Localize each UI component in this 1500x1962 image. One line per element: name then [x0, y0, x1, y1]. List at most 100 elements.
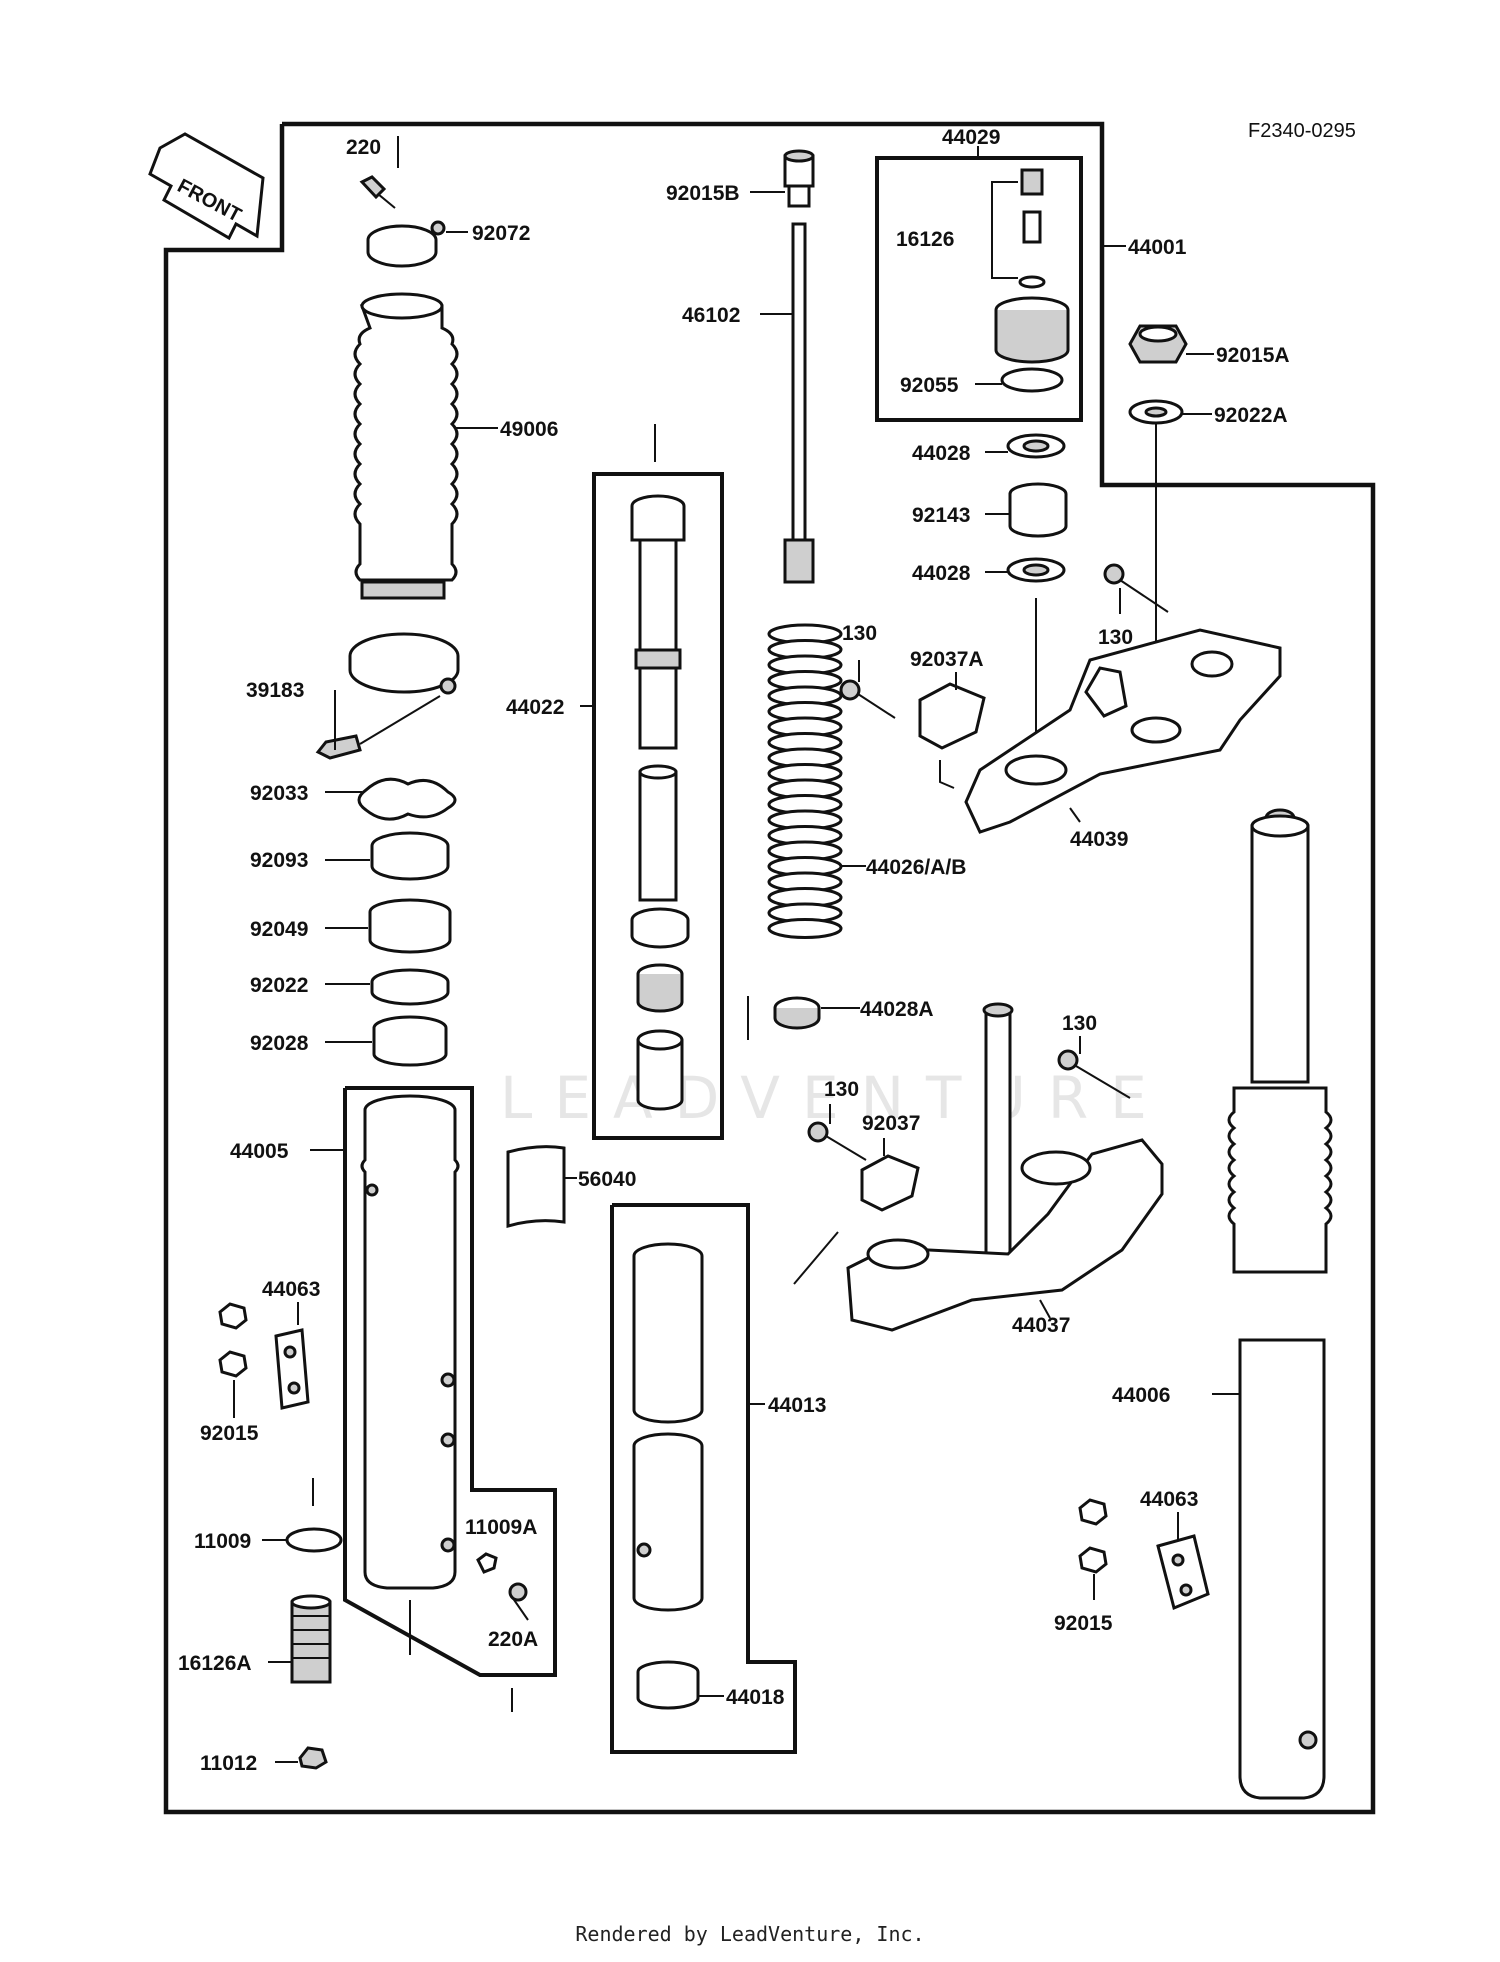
bolt-130-a: [839, 679, 896, 719]
label-44029: 44029: [942, 126, 1000, 149]
cap-92015B: [783, 149, 815, 208]
label-92037: 92037: [862, 1112, 920, 1135]
o-ring-11009: [285, 1527, 343, 1553]
bushing-44018: [636, 1660, 700, 1710]
label-44013: 44013: [768, 1394, 826, 1417]
label-92022A: 92022A: [1214, 404, 1288, 427]
label-92033: 92033: [250, 782, 308, 805]
oil-seal-92093: [370, 831, 450, 881]
nuts-92015-left: [218, 1302, 248, 1378]
label-46102: 46102: [682, 304, 740, 327]
label-44028-b: 44028: [912, 562, 971, 585]
label-92015B: 92015B: [666, 182, 740, 205]
spring-coil: [767, 918, 843, 939]
washer-11009A: [476, 1552, 498, 1574]
bolt-220A: [508, 1582, 529, 1621]
label-92037A: 92037A: [910, 648, 984, 671]
label-130-b: 130: [1098, 626, 1133, 649]
label-92072: 92072: [472, 222, 530, 245]
label-39183: 39183: [246, 679, 304, 702]
label-44063-left: 44063: [262, 1278, 320, 1301]
fork-assembly-44006: [1227, 808, 1333, 1800]
valve-16126A: [290, 1594, 332, 1684]
label-92049: 92049: [250, 918, 308, 941]
label-92022: 92022: [250, 974, 308, 997]
label-92015-left: 92015: [200, 1422, 259, 1445]
clamp-92072: [366, 220, 446, 268]
leader-16126: [991, 181, 1018, 279]
leader-44039: [1069, 807, 1081, 823]
label-44022: 44022: [506, 696, 564, 719]
label-44037: 44037: [1012, 1314, 1070, 1337]
clamp-39183: [315, 632, 460, 760]
footer-credit: Rendered by LeadVenture, Inc.: [575, 1922, 925, 1946]
o-ring-92055: [1000, 367, 1064, 393]
collar-44028A: [773, 996, 821, 1030]
label-44005: 44005: [230, 1140, 289, 1163]
label-11012: 11012: [200, 1752, 257, 1775]
bracket-44063-right: [1156, 1534, 1210, 1611]
bolt-130-d: [807, 1121, 867, 1161]
cap-bolt-44029: [994, 296, 1070, 364]
label-44063-right: 44063: [1140, 1488, 1198, 1511]
valve-16126: [1018, 168, 1046, 289]
label-56040: 56040: [578, 1168, 636, 1191]
label-44018: 44018: [726, 1686, 785, 1709]
label-44006: 44006: [1112, 1384, 1170, 1407]
label-44039: 44039: [1070, 828, 1128, 851]
watermark-text: LEADVENTURE: [500, 1064, 1169, 1132]
washer-92022A: [1128, 399, 1184, 425]
label-130-c: 130: [1062, 1012, 1097, 1035]
gasket-92033: [357, 777, 457, 821]
bushing-92028: [372, 1015, 448, 1067]
bolt-220: [359, 175, 396, 209]
label-92028: 92028: [250, 1032, 309, 1055]
label-130-d: 130: [824, 1078, 859, 1101]
label-92015A: 92015A: [1216, 344, 1290, 367]
clip-92037: [860, 1154, 920, 1212]
label-92055: 92055: [900, 374, 959, 397]
label-11009A: 11009A: [465, 1516, 537, 1539]
rod-46102: [783, 222, 815, 584]
label-16126A: 16126A: [178, 1652, 252, 1675]
figure-code: F2340-0295: [1248, 120, 1356, 142]
bolt-130-c: [1057, 1049, 1131, 1099]
washer-92022: [370, 968, 450, 1006]
washer-44028-a: [1006, 433, 1066, 459]
bolt-130-b: [1103, 563, 1169, 613]
label-220A: 220A: [488, 1628, 538, 1651]
label-92143: 92143: [912, 504, 970, 527]
fork-boot-49006: [353, 292, 459, 600]
box-44005: [343, 1086, 557, 1677]
steering-stem-44037: [846, 1002, 1164, 1332]
upper-clamp-44039: [964, 628, 1282, 834]
bracket-44037: [793, 1231, 839, 1285]
label-44028A: 44028A: [860, 998, 934, 1021]
sheet-56040: [506, 1145, 566, 1228]
label-92093: 92093: [250, 849, 308, 872]
label-11009: 11009: [194, 1530, 251, 1553]
spring-44026: [767, 623, 843, 939]
ring-92049: [368, 898, 452, 954]
inner-tube-44013: [632, 1242, 704, 1612]
label-44028-a: 44028: [912, 442, 971, 465]
label-16126: 16126: [896, 228, 954, 251]
damper-rod-44022: [630, 494, 690, 1111]
label-220: 220: [346, 136, 381, 159]
nut-92015A: [1128, 324, 1188, 364]
bracket-44063-left: [274, 1328, 310, 1410]
label-130-a: 130: [842, 622, 877, 645]
spacer-92143: [1008, 482, 1068, 538]
box-44022: [592, 472, 724, 1140]
nuts-92015-right: [1078, 1498, 1108, 1574]
plug-11012: [298, 1746, 328, 1770]
box-44013: [610, 1203, 797, 1754]
front-arrow-icon: FRONT: [148, 132, 265, 241]
label-44001: 44001: [1128, 236, 1187, 259]
diagram-frame: [163, 121, 1376, 1815]
label-44026: 44026/A/B: [866, 856, 966, 879]
outer-tube-44005: [360, 1094, 460, 1590]
label-49006: 49006: [500, 418, 558, 441]
label-92015-right: 92015: [1054, 1612, 1113, 1635]
